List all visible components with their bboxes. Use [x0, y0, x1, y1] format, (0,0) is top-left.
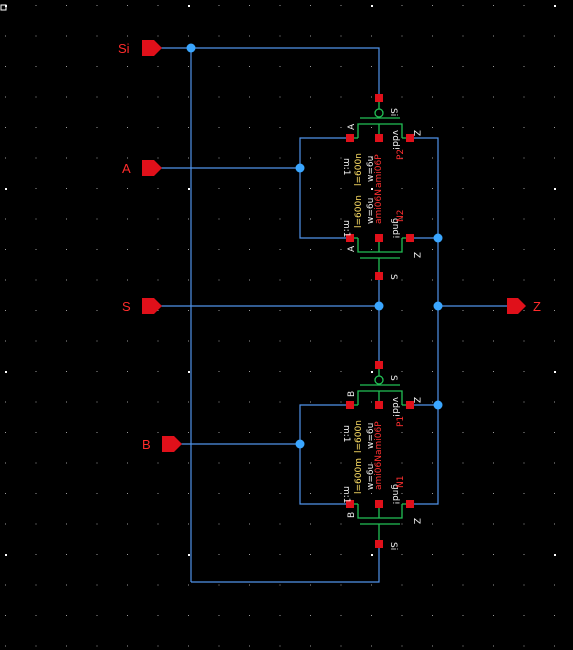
width-label: w=6u [366, 198, 376, 224]
body-pin[interactable] [375, 234, 383, 242]
gate-pin[interactable] [375, 540, 383, 548]
model-label: ami06P [374, 154, 384, 188]
body-pin[interactable] [375, 500, 383, 508]
device-name-label: N2 [396, 210, 406, 222]
wires [160, 47, 508, 583]
source-label: A [347, 245, 357, 252]
gate-pin[interactable] [375, 272, 383, 280]
source-pin[interactable] [346, 134, 354, 142]
source-label: B [347, 512, 357, 518]
body-pin[interactable] [375, 401, 383, 409]
port-si[interactable]: Si [118, 40, 162, 56]
gate-pin[interactable] [375, 361, 383, 369]
multiplier-label: m:1 [341, 158, 351, 176]
device-name-label: N1 [396, 476, 406, 488]
width-label: w=6u [366, 156, 376, 182]
port-s-label: S [122, 299, 131, 314]
body-pin[interactable] [375, 134, 383, 142]
drain-pin[interactable] [406, 401, 414, 409]
model-label: ami06N [374, 189, 384, 224]
device-name-label: P1 [396, 416, 406, 427]
gate-pin[interactable] [375, 94, 383, 102]
width-label: w=6u [366, 423, 376, 449]
multiplier-label: m:1 [341, 220, 351, 238]
gate-label: Si [388, 542, 398, 550]
port-a-label: A [122, 161, 131, 176]
multiplier-label: m:1 [341, 425, 351, 443]
width-label: w=6u [366, 464, 376, 490]
drain-label: Z [411, 518, 421, 524]
port-b-label: B [142, 437, 151, 452]
port-z[interactable]: Z [507, 298, 541, 314]
port-a[interactable]: A [122, 160, 162, 176]
origin-marker [0, 4, 7, 11]
port-s[interactable]: S [122, 298, 162, 314]
port-b[interactable]: B [142, 436, 182, 452]
length-label: l=600m [354, 458, 364, 494]
length-label: l=600n [354, 420, 364, 453]
source-pin[interactable] [346, 500, 354, 508]
drain-label: Z [411, 397, 421, 403]
model-label: ami06P [374, 421, 384, 455]
port-z-label: Z [533, 299, 541, 314]
multiplier-label: m:1 [341, 486, 351, 504]
length-label: l=600n [354, 195, 364, 228]
device-name-label: P2 [396, 149, 406, 160]
body-label: vdd! [390, 130, 400, 150]
body-label: gnd! [390, 484, 400, 505]
gate-label: S [388, 375, 398, 381]
drain-pin[interactable] [406, 134, 414, 142]
source-pin[interactable] [346, 401, 354, 409]
length-label: l=600n [354, 153, 364, 186]
drain-label: Z [411, 252, 421, 258]
body-label: gnd! [390, 218, 400, 239]
source-pin[interactable] [346, 234, 354, 242]
grid-dots [5, 5, 556, 647]
drain-pin[interactable] [406, 500, 414, 508]
model-label: ami06N [374, 455, 384, 490]
drain-label: Z [411, 130, 421, 136]
drain-pin[interactable] [406, 234, 414, 242]
body-label: vdd! [390, 397, 400, 417]
source-label: A [347, 123, 357, 130]
source-label: B [347, 391, 357, 397]
gate-label: S [388, 274, 398, 280]
net-junctions [186, 43, 443, 449]
gate-label: Si [388, 108, 398, 116]
port-si-label: Si [118, 41, 130, 56]
